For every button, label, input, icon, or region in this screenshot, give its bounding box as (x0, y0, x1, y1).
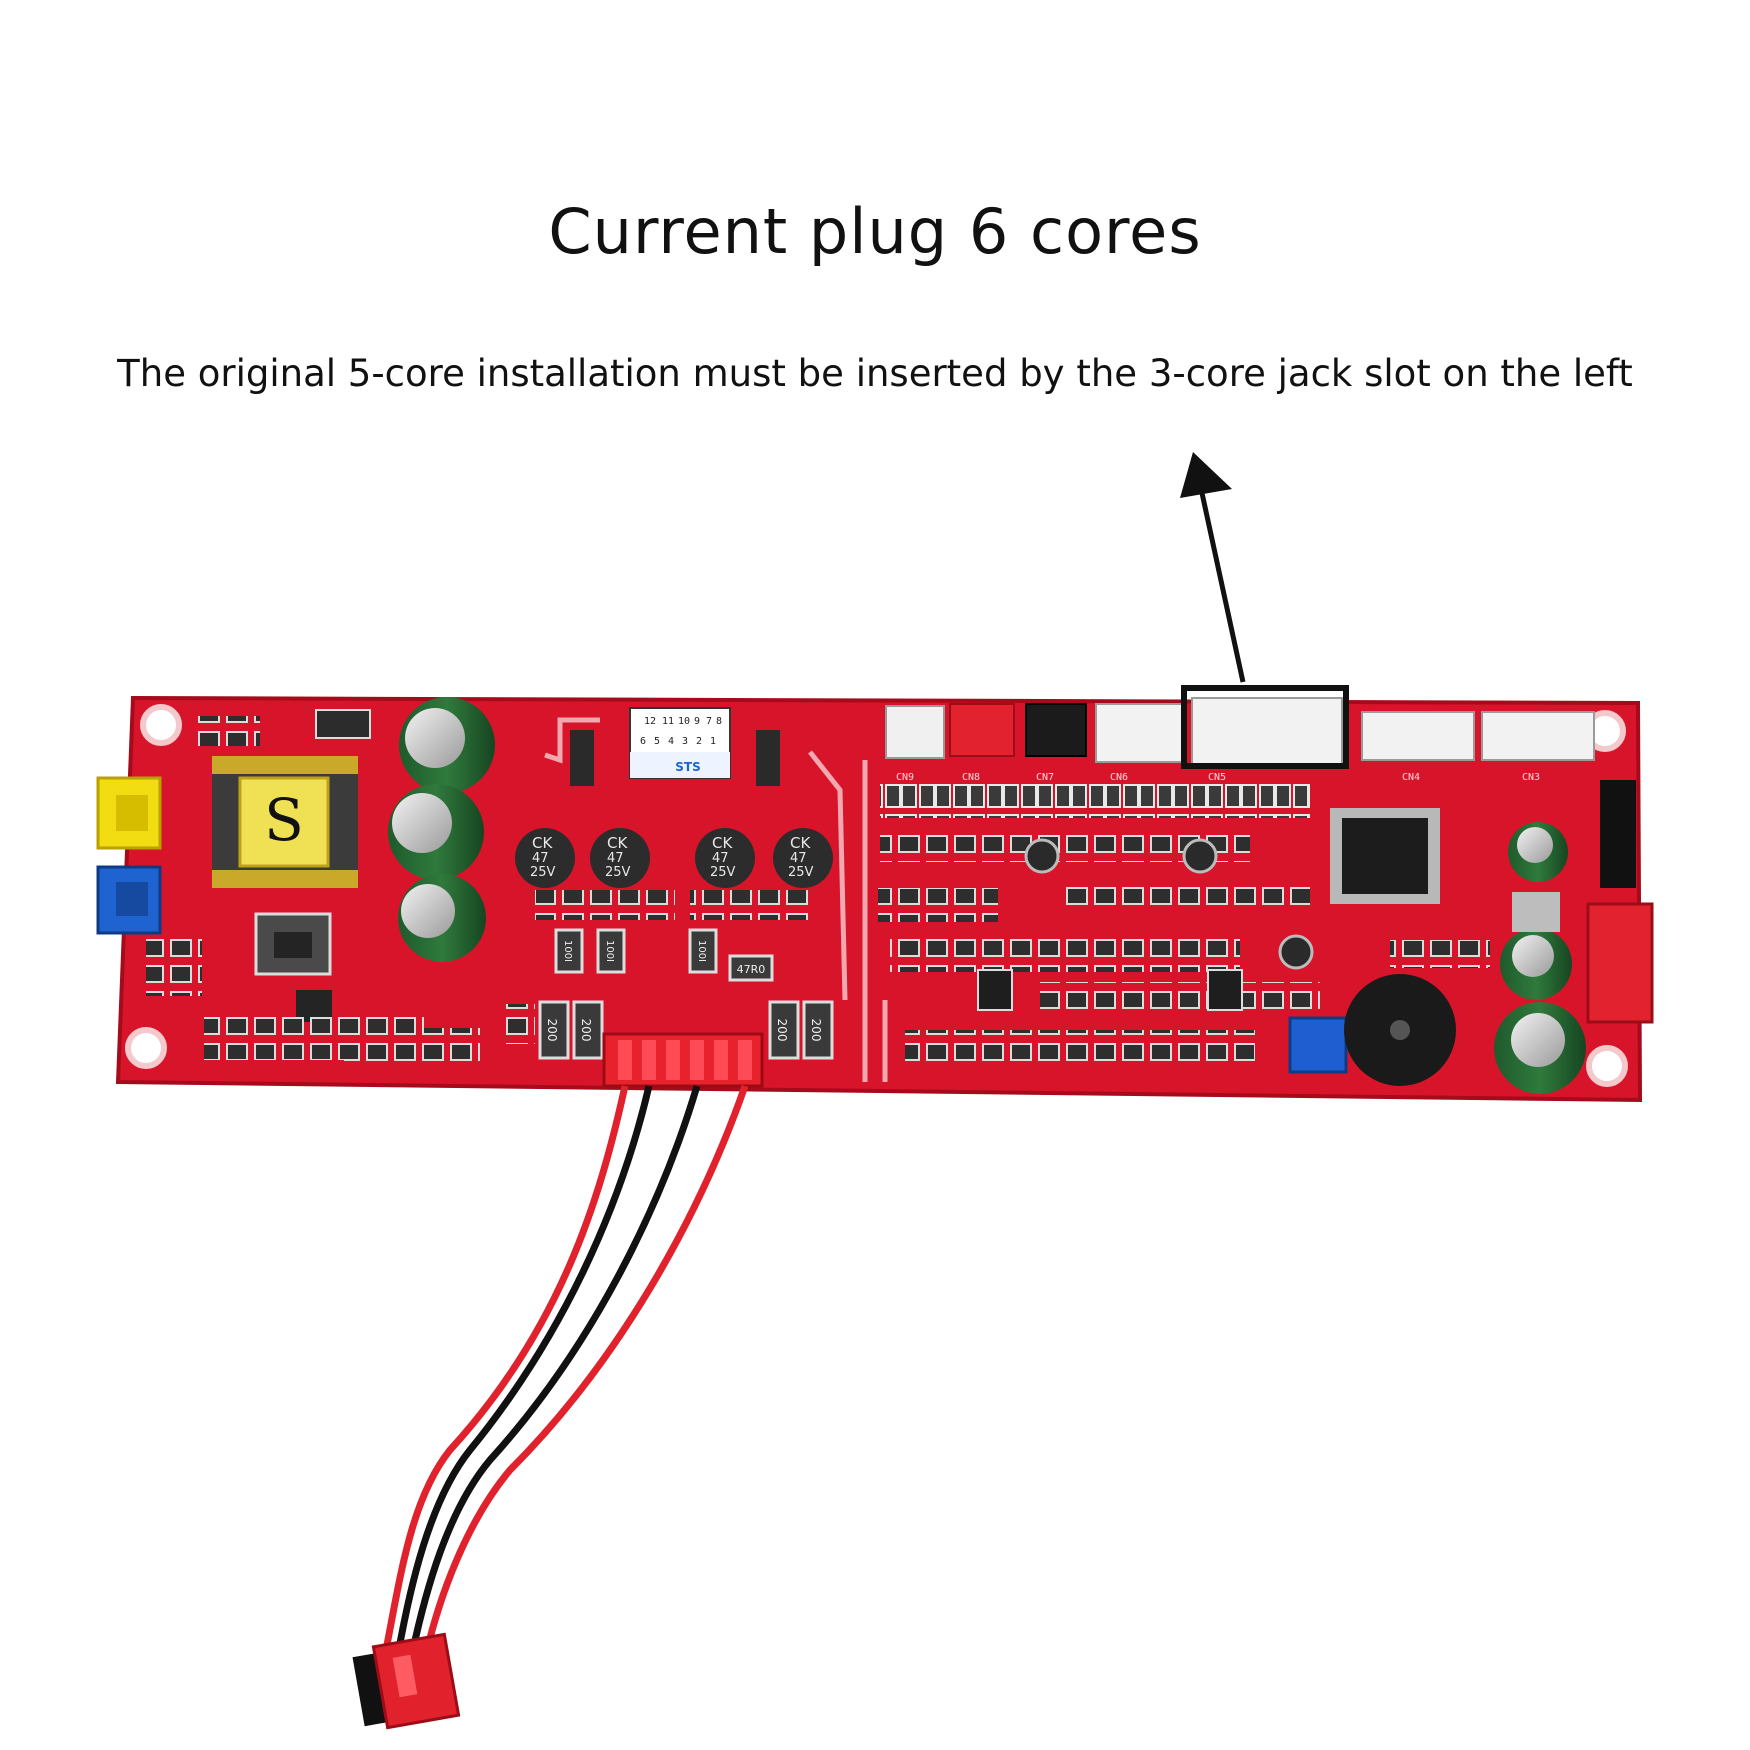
resistor-mark: 200 (545, 1019, 559, 1042)
resistor-mark: 100I (604, 940, 615, 962)
sticker-label: STS (675, 760, 700, 774)
left-connectors (96, 776, 162, 935)
sticker-num: 4 (668, 736, 674, 747)
resistor-mark: 100I (696, 940, 707, 962)
top-connectors (885, 697, 1595, 767)
sticker-num: 10 (678, 716, 690, 727)
wire-harness-header (602, 1032, 764, 1088)
connector-label: CN7 (1036, 772, 1054, 783)
cap-value: 47 (607, 851, 624, 866)
sticker-num: 7 (706, 716, 712, 727)
cap-voltage: 25V (605, 865, 631, 880)
label-sticker: STS 7 8 9 10 11 12 1 2 3 4 5 6 (629, 707, 731, 779)
circuit-board: S STS 7 8 (96, 685, 1654, 1103)
cap-brand: CK (607, 834, 628, 852)
connector-label: CN3 (1522, 772, 1540, 783)
sticker-num: 9 (694, 716, 700, 727)
resistor-mark: 200 (579, 1019, 593, 1042)
connector-label: CN5 (1208, 772, 1226, 783)
resistor-mark: 200 (809, 1019, 823, 1042)
regulator-chip (254, 912, 332, 1022)
small-capacitors: CK 47 25V CK 47 25V CK 47 25V CK 47 25V (515, 828, 833, 888)
connector-label: CN9 (896, 772, 914, 783)
wire-plug (352, 1632, 461, 1730)
sticker-num: 3 (682, 736, 688, 747)
cap-brand: CK (712, 834, 733, 852)
cap-value: 47 (712, 851, 729, 866)
pointer-arrow (1180, 452, 1246, 683)
sticker-num: 11 (662, 716, 674, 727)
wires (381, 1084, 749, 1669)
connector-label: CN4 (1402, 772, 1420, 783)
sticker-num: 1 (710, 736, 716, 747)
page-title: Current plug 6 cores (548, 195, 1202, 268)
sticker-num: 2 (696, 736, 702, 747)
highlight-box (1181, 685, 1349, 769)
resistor-mark: 47R0 (737, 963, 766, 976)
transformer-mark: S (264, 786, 304, 854)
cap-value: 47 (790, 851, 807, 866)
cap-voltage: 25V (530, 865, 556, 880)
cap-brand: CK (532, 834, 553, 852)
sticker-num: 5 (654, 736, 660, 747)
connector-label: CN8 (962, 772, 980, 783)
cap-voltage: 25V (710, 865, 736, 880)
power-resistors: 200 200 200 200 100I 100I 100I 47R0 (538, 928, 834, 1060)
cap-brand: CK (790, 834, 811, 852)
transformer: S (212, 756, 358, 888)
resistor-mark: 200 (775, 1019, 789, 1042)
sticker-num: 12 (644, 716, 656, 727)
microcontroller-chip (1330, 808, 1440, 904)
sticker-num: 6 (640, 736, 646, 747)
connector-label: CN6 (1110, 772, 1128, 783)
page-subtitle: The original 5-core installation must be… (117, 352, 1633, 395)
cap-value: 47 (532, 851, 549, 866)
cap-voltage: 25V (788, 865, 814, 880)
resistor-mark: 100I (562, 940, 573, 962)
sticker-num: 8 (716, 716, 722, 727)
electrolytic-capacitors-left (388, 697, 495, 962)
